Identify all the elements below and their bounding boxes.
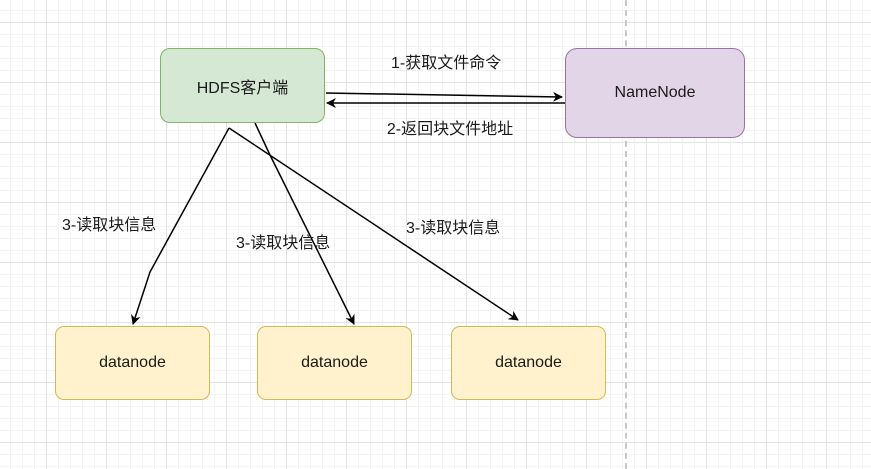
edge-read-3[interactable] bbox=[228, 127, 519, 321]
namenode-label: NameNode bbox=[614, 84, 696, 101]
edge-read-label-2: 3-读取块信息 bbox=[236, 235, 331, 252]
datanode-label-1: datanode bbox=[99, 354, 166, 371]
edge-request[interactable] bbox=[325, 91, 563, 102]
edge-read-label-1: 3-读取块信息 bbox=[62, 217, 157, 234]
namenode-node[interactable]: NameNode bbox=[565, 48, 745, 138]
page-divider bbox=[625, 0, 627, 469]
hdfs-client-node[interactable]: HDFS客户端 bbox=[160, 48, 325, 123]
edge-read-1[interactable] bbox=[131, 127, 230, 325]
datanode-label-3: datanode bbox=[495, 354, 562, 371]
edge-request-label: 1-获取文件命令 bbox=[391, 55, 502, 72]
datanode-node-1[interactable]: datanode bbox=[55, 326, 210, 400]
hdfs-client-label: HDFS客户端 bbox=[196, 79, 289, 97]
datanode-node-3[interactable]: datanode bbox=[451, 326, 606, 400]
datanode-node-2[interactable]: datanode bbox=[257, 326, 412, 400]
datanode-label-2: datanode bbox=[301, 354, 368, 371]
edge-read-label-3: 3-读取块信息 bbox=[406, 220, 501, 237]
edge-return-label: 2-返回块文件地址 bbox=[386, 121, 514, 138]
edge-read-2[interactable] bbox=[254, 122, 355, 325]
